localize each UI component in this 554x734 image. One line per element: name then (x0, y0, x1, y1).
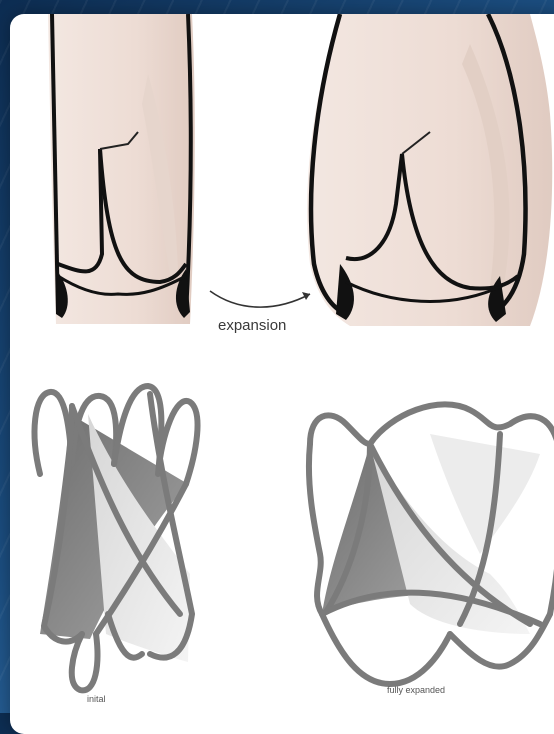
stent-expanded (309, 404, 554, 684)
initial-label: inital (87, 694, 106, 704)
valve-diagram (10, 14, 554, 734)
figure-card: expansion inital fully expanded (10, 14, 554, 734)
curved-arrow-icon (210, 291, 310, 307)
stent-initial (35, 386, 198, 690)
expansion-label: expansion (218, 317, 286, 334)
valve-initial-tissue (48, 14, 195, 324)
fully-expanded-label: fully expanded (387, 685, 445, 695)
valve-expanded-tissue (307, 14, 552, 326)
